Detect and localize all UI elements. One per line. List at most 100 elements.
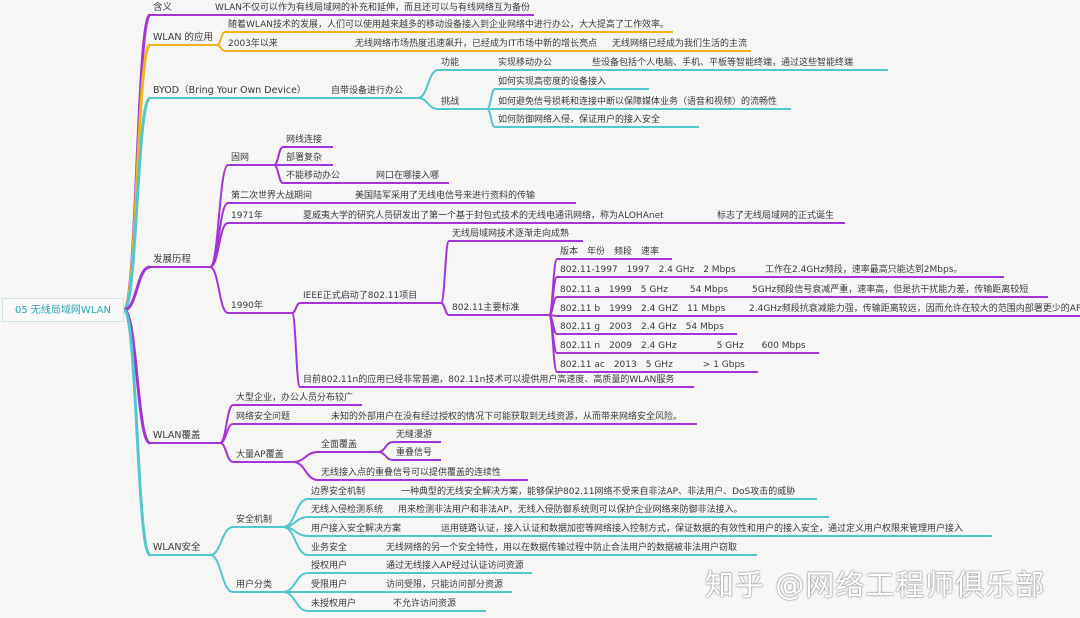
topic-meaning[interactable]: 含义: [150, 2, 204, 16]
coverage-ap-desc[interactable]: 无线接入点的重叠信号可以提供覆盖的连续性: [318, 467, 528, 481]
wired-item[interactable]: 网线连接: [283, 134, 333, 148]
rate: 2 Mbps: [703, 265, 736, 275]
version: 802.11 a: [560, 285, 600, 295]
application-2003-desc[interactable]: 无线网络市场热度迅速飙升，已经成为IT市场中新的增长亮点: [352, 38, 601, 52]
version: 802.11 b: [560, 304, 601, 314]
mechanism-item[interactable]: 无线入侵检测系统: [308, 504, 387, 518]
connector: [377, 441, 394, 453]
connector: [273, 164, 284, 184]
history-1990[interactable]: 1990年: [228, 300, 292, 314]
year: 1999: [609, 304, 632, 314]
wired-item[interactable]: 部署复杂: [283, 152, 333, 166]
user-class-desc[interactable]: 不允许访问资源: [390, 598, 486, 612]
connector: [440, 240, 450, 304]
band: 5 GHz: [640, 285, 668, 295]
col-rate: 速率: [641, 247, 660, 257]
history-1971[interactable]: 1971年: [228, 210, 292, 224]
year: 2003: [609, 322, 632, 332]
1971-result[interactable]: 标志了无线局域网的正式诞生: [714, 210, 845, 224]
mechanism-desc[interactable]: 运用链路认证，接入认证和数据加密等网络接入控制方式，保证数据的有效性和用户的接入…: [438, 523, 992, 537]
user-class[interactable]: 授权用户: [308, 560, 358, 574]
challenge-item[interactable]: 如何避免信号损耗和连接中断以保障媒体业务（语音和视频）的流畅性: [495, 96, 791, 110]
connector: [548, 314, 558, 373]
byod-challenge[interactable]: 挑战: [438, 96, 487, 110]
coverage-full[interactable]: 全面覆盖: [318, 439, 378, 453]
byod-function-desc[interactable]: 些设备包括个人电脑、手机、平板等智能终端，通过这些智能终端: [589, 57, 888, 71]
technology-mature[interactable]: 无线局域网技术逐渐走向成熟: [449, 228, 583, 242]
user-class-desc[interactable]: 访问受限，只能访问部分资源: [383, 579, 512, 593]
band: 2.4 GHz: [640, 341, 677, 351]
1971-desc[interactable]: 夏威夷大学的研究人员研发出了第一个基于封包式技术的无线电通讯网络，称为ALOHA…: [300, 210, 706, 224]
coverage-security[interactable]: 网络安全问题: [233, 411, 307, 425]
coverage-roam[interactable]: 无缝漫游: [393, 429, 441, 443]
standards-topic[interactable]: 802.11主要标准: [449, 302, 549, 316]
ieee-project[interactable]: IEEE正式启动了802.11项目: [300, 290, 441, 304]
connector: [282, 591, 309, 612]
connector: [209, 526, 234, 556]
col-year: 年份: [587, 247, 606, 257]
connector: [122, 308, 152, 557]
history-wired[interactable]: 固网: [228, 152, 274, 166]
topic-byod[interactable]: BYOD（Bring Your Own Device）: [150, 85, 310, 99]
topic-coverage[interactable]: WLAN覆盖: [150, 430, 220, 444]
connector: [282, 572, 309, 593]
connector: [292, 451, 319, 463]
standards-header[interactable]: 版本年份频段速率: [557, 246, 672, 260]
application-2003[interactable]: 2003年以来: [225, 38, 344, 52]
byod-function[interactable]: 功能: [438, 57, 487, 71]
standard-note[interactable]: 工作在2.4GHz频段，速率最高只能达到2Mbps。: [760, 264, 1004, 278]
version: 802.11 n: [560, 341, 601, 351]
ww2-desc[interactable]: 美国陆军采用了无线电信号来进行资料的传输: [352, 190, 576, 204]
user-classes[interactable]: 用户分类: [233, 579, 283, 593]
mechanism-desc[interactable]: 一种典型的无线安全解决方案，能够保护802.11网络不受来自非法AP、非法用户、…: [398, 486, 817, 500]
connector: [209, 164, 229, 268]
root-topic[interactable]: 05 无线局域网WLAN: [2, 298, 124, 322]
challenge-item[interactable]: 如何防御网络入侵，保证用户的接入安全: [495, 114, 699, 128]
current-status[interactable]: 目前802.11n的应用已经非常普遍，802.11n技术可以提供用户高速度、高质…: [300, 374, 694, 388]
standard-note[interactable]: 2.4GHz频段抗衰减能力强，传输距离较远，因而允许在较大的范围内部署更少的AP: [746, 303, 1080, 317]
topic-security[interactable]: WLAN安全: [150, 542, 210, 556]
byod-child[interactable]: 自带设备进行办公: [328, 85, 418, 99]
byod-function-item[interactable]: 实现移动办公: [495, 57, 581, 71]
coverage-overlap[interactable]: 重叠信号: [393, 447, 441, 461]
connector: [273, 146, 284, 166]
mechanism-item[interactable]: 业务安全: [308, 542, 358, 556]
coverage-security-desc[interactable]: 未知的外部用户在没有经过授权的情况下可能获取到无线资源，从而带来网络安全风险。: [328, 411, 697, 425]
year: 1999: [608, 285, 632, 295]
connector: [417, 97, 439, 110]
user-class-desc[interactable]: 通过无线接入AP经过认证访问资源: [383, 560, 532, 574]
mechanism-item[interactable]: 边界安全机制: [308, 486, 374, 500]
user-class[interactable]: 未授权用户: [308, 598, 368, 612]
connector: [216, 44, 226, 52]
meaning-desc[interactable]: WLAN不仅可以作为有线局域网的补充和延伸，而且还可以与有线网络互为备份: [212, 2, 534, 16]
topic-application[interactable]: WLAN 的应用: [150, 32, 217, 46]
coverage-ap[interactable]: 大量AP覆盖: [233, 449, 293, 463]
band-2: 5 GHz: [716, 341, 744, 351]
history-ww2[interactable]: 第二次世界大战期间: [228, 190, 344, 204]
challenge-item[interactable]: 如何实现高密度的设备接入: [495, 76, 649, 90]
user-class[interactable]: 受限用户: [308, 579, 358, 593]
wired-port[interactable]: 网口在哪接入哪: [373, 170, 449, 184]
standard-note[interactable]: 5GHz频段信号衰减严重，速率高，但是抗干扰能力差，传输距离较短: [749, 284, 1048, 298]
band: 5 GHz: [645, 360, 673, 370]
connector: [291, 302, 301, 314]
wired-item[interactable]: 不能移动办公: [283, 170, 359, 184]
mechanism-item[interactable]: 用户接入安全解决方案: [308, 523, 405, 537]
version: 802.11 g: [560, 322, 601, 332]
topic-history[interactable]: 发展历程: [150, 254, 210, 268]
security-mechanism[interactable]: 安全机制: [233, 514, 283, 528]
application-item[interactable]: 随着WLAN技术的发展，人们可以使用越来越多的移动设备接入到企业网络中进行办公，…: [225, 19, 673, 33]
mechanism-desc[interactable]: 用来检测非法用户和非法AP，无线入侵防御系统则可以保护企业网络来防御非法接入。: [395, 504, 829, 518]
version: 802.11-1997: [560, 265, 618, 275]
application-2003-result[interactable]: 无线网络已经成为我们生活的主流: [609, 38, 751, 52]
mechanism-desc[interactable]: 无线网络的另一个安全特性，用以在数据传输过程中防止合法用户的数据被非法用户窃取: [383, 542, 757, 556]
connector: [486, 88, 496, 110]
coverage-large[interactable]: 大型企业，办公人员分布较广: [233, 392, 362, 406]
